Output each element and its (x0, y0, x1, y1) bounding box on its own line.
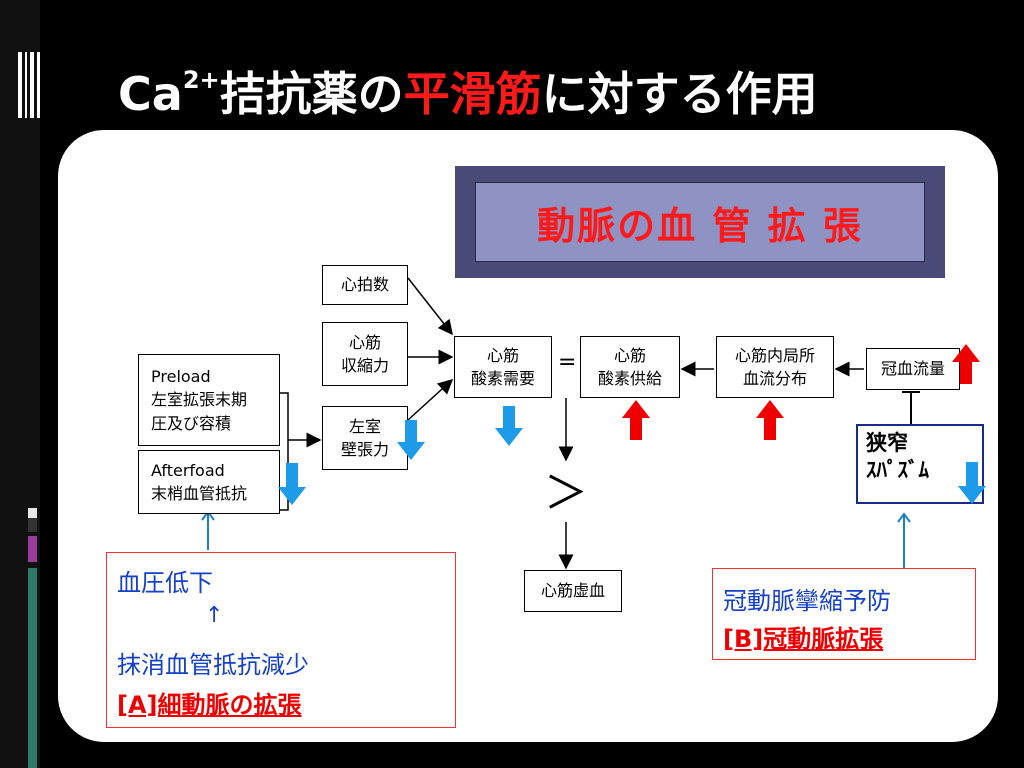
accent-bar (28, 568, 37, 768)
note-a-arrow: ↑ (205, 603, 224, 628)
up-arrow-icon (756, 400, 784, 440)
down-arrow-icon (958, 462, 986, 504)
slide-title: Ca2+拮抗薬の平滑筋に対する作用 (118, 66, 818, 121)
note-a-line1: 血圧低下 (117, 569, 213, 597)
note-a-box: 血圧低下 ↑ 抹消血管抵抗減少 [A]細動脈の拡張 (106, 552, 456, 728)
note-b-line1: 冠動脈攣縮予防 (723, 587, 891, 615)
note-a-line3: [A]細動脈の拡張 (117, 691, 302, 719)
greater-than-sign: ＞ (544, 468, 588, 519)
up-arrow-icon (622, 400, 650, 440)
banner-text: 動脈の血 管 拡 張 (475, 182, 925, 262)
up-arrow-icon (952, 344, 980, 384)
note-b-line2: [B]冠動脈拡張 (723, 625, 884, 653)
equals-sign: = (558, 350, 577, 375)
o2-demand-box: 心筋 酸素需要 (454, 336, 552, 398)
accent-bar (28, 518, 37, 532)
o2-supply-box: 心筋 酸素供給 (580, 336, 680, 398)
stenosis-spasm-box: 狭窄 ｽﾊﾟｽﾞﾑ (856, 424, 984, 504)
heart-rate-box: 心拍数 (322, 265, 408, 305)
down-arrow-icon (495, 406, 523, 446)
down-arrow-icon (397, 420, 425, 460)
ischemia-box: 心筋虚血 (524, 570, 622, 612)
afterload-box: Afterfoad 末梢血管抵抗 (138, 450, 280, 514)
contractility-box: 心筋 収縮力 (322, 322, 408, 386)
note-a-line2: 抹消血管抵抗減少 (117, 651, 309, 679)
down-arrow-icon (278, 463, 306, 505)
preload-box: Preload 左室拡張末期 圧及び容積 (138, 354, 280, 446)
coronary-flow-box: 冠血流量 (866, 348, 960, 390)
note-b-box: 冠動脈攣縮予防 [B]冠動脈拡張 (712, 568, 976, 660)
lv-wall-tension-box: 左室 壁張力 (322, 406, 408, 470)
intramyocardial-flow-box: 心筋内局所 血流分布 (716, 336, 834, 398)
accent-bar (28, 536, 37, 562)
banner: 動脈の血 管 拡 張 (455, 166, 945, 278)
